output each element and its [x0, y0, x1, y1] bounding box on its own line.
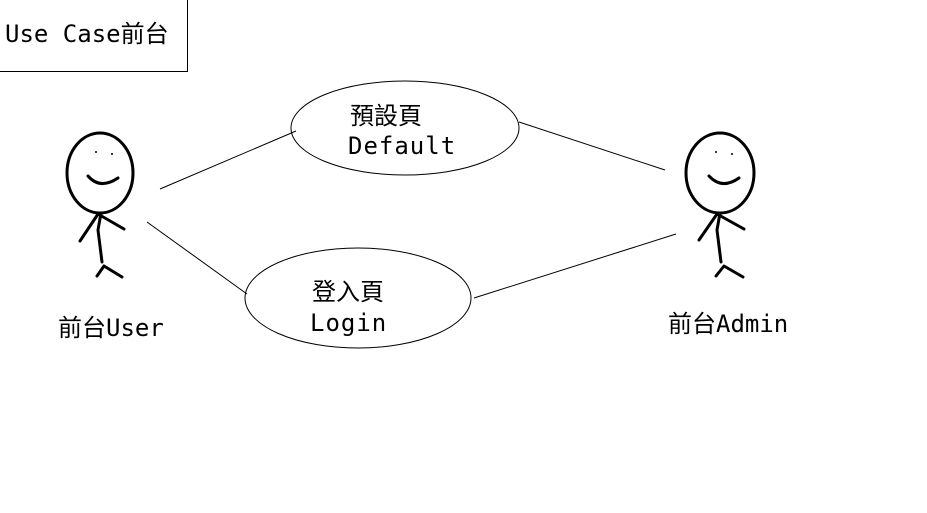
use-case-login: [244, 247, 472, 349]
admin-arms: [697, 212, 746, 242]
diagram-title-box: Use Case前台: [0, 0, 188, 72]
actor-admin-label: 前台Admin: [668, 310, 789, 338]
actor-user-label: 前台User: [58, 314, 164, 342]
user-head: [65, 131, 135, 215]
use-case-default-label-en: Default: [348, 132, 457, 160]
use-case-default: [290, 80, 520, 176]
admin-head: [684, 131, 756, 215]
user-body: [96, 211, 104, 264]
admin-legs: [714, 264, 745, 279]
user-eye-left: [95, 151, 97, 153]
admin-eye-right: [731, 153, 733, 155]
association-user-default: [159, 130, 297, 190]
admin-eye-left: [715, 151, 717, 153]
association-admin-login: [473, 233, 677, 299]
actor-admin-figure: [684, 131, 756, 279]
user-legs: [95, 264, 124, 279]
association-user-login: [146, 221, 248, 295]
admin-body: [715, 211, 723, 264]
use-case-default-label-zh: 預設頁: [350, 102, 422, 130]
use-case-login-label-en: Login: [310, 309, 388, 337]
diagram-title: Use Case前台: [5, 20, 169, 48]
user-arms: [78, 212, 126, 243]
user-eye-right: [111, 153, 113, 155]
user-smile: [86, 174, 120, 185]
use-case-login-label-zh: 登入頁: [312, 278, 384, 306]
association-admin-default: [518, 121, 666, 171]
actor-user-figure: [65, 131, 135, 279]
admin-smile: [707, 174, 741, 185]
